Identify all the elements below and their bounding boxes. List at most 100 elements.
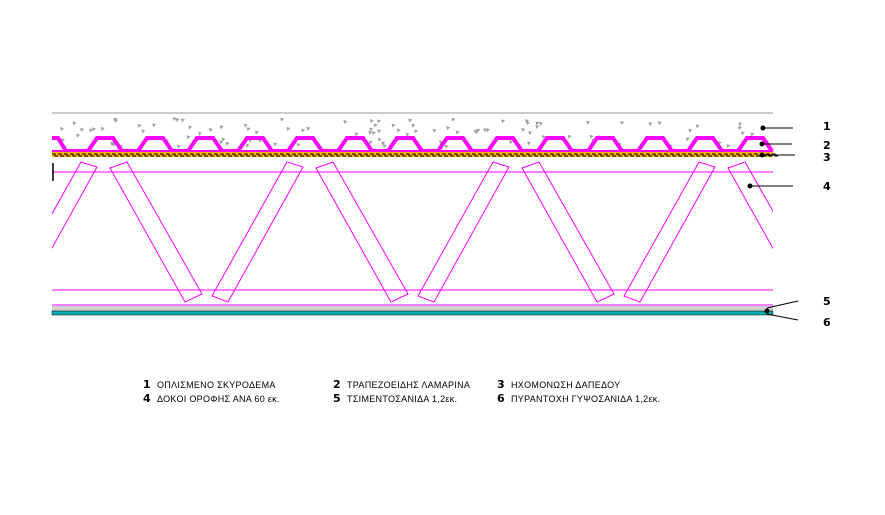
aggregate-speck xyxy=(648,121,653,126)
truss-diagonal-down xyxy=(315,161,409,303)
aggregate-speck xyxy=(685,137,690,142)
aggregate-speck xyxy=(381,141,386,146)
callout-4: 4 xyxy=(823,180,831,193)
aggregate-speck xyxy=(408,118,413,123)
aggregate-speck xyxy=(451,117,456,122)
aggregate-speck xyxy=(535,121,540,126)
aggregate-speck xyxy=(137,123,142,128)
aggregate-speck xyxy=(620,120,625,125)
aggregate-speck xyxy=(343,120,348,125)
aggregate-speck xyxy=(198,131,203,136)
aggregate-speck xyxy=(396,128,401,133)
aggregate-speck xyxy=(391,123,396,128)
aggregate-speck xyxy=(382,144,387,149)
aggregate-speck xyxy=(377,129,382,134)
truss-diagonal-up xyxy=(623,161,716,303)
aggregate-speck xyxy=(371,131,376,136)
aggregate-speck xyxy=(526,121,531,126)
callout-6: 6 xyxy=(823,316,831,329)
gypsum-board xyxy=(51,310,774,316)
callout-2: 2 xyxy=(823,139,831,152)
aggregate-speck xyxy=(535,124,540,129)
aggregate-speck xyxy=(589,134,594,139)
aggregate-speck xyxy=(368,130,373,135)
truss-diagonal-down xyxy=(521,161,615,303)
aggregate-speck xyxy=(527,141,532,146)
aggregate-speck xyxy=(475,130,480,135)
aggregate-speck xyxy=(186,135,191,140)
aggregate-speck xyxy=(541,135,546,140)
aggregate-speck xyxy=(377,137,382,142)
truss-diagonal-up xyxy=(52,161,98,250)
aggregate-speck xyxy=(444,144,449,149)
aggregate-speck xyxy=(273,142,278,147)
aggregate-speck xyxy=(377,119,382,124)
aggregate-speck xyxy=(245,143,250,148)
aggregate-speck xyxy=(528,130,533,135)
aggregate-speck xyxy=(176,144,181,149)
aggregate-speck xyxy=(567,134,572,139)
aggregate-speck xyxy=(538,121,543,126)
aggregate-speck xyxy=(501,119,506,124)
aggregate-speck xyxy=(432,128,437,133)
aggregate-speck xyxy=(455,130,460,135)
aggregate-speck xyxy=(657,121,662,126)
aggregate-speck xyxy=(411,123,416,128)
aggregate-speck xyxy=(110,141,115,146)
aggregate-speck xyxy=(521,127,526,132)
aggregate-speck xyxy=(246,127,251,132)
aggregate-speck xyxy=(373,123,378,128)
aggregate-speck xyxy=(254,130,259,135)
aggregate-speck xyxy=(60,127,65,132)
insulation-pattern xyxy=(52,153,778,157)
aggregate-speck xyxy=(414,129,419,134)
truss-diagonal-up xyxy=(417,161,510,303)
aggregate-speck xyxy=(219,140,224,145)
aggregate-speck xyxy=(405,132,410,137)
aggregate-speck xyxy=(368,140,373,145)
concrete-aggregate xyxy=(60,117,755,149)
aggregate-speck xyxy=(446,126,451,131)
aggregate-speck xyxy=(750,132,755,137)
aggregate-speck xyxy=(354,132,359,137)
aggregate-speck xyxy=(369,127,374,132)
aggregate-speck xyxy=(301,128,306,133)
callout-1: 1 xyxy=(823,120,831,133)
aggregate-speck xyxy=(509,140,514,145)
aggregate-speck xyxy=(280,117,285,122)
truss-diagonal-up xyxy=(211,161,304,303)
aggregate-speck xyxy=(72,121,77,126)
aggregate-speck xyxy=(439,140,444,145)
aggregate-speck xyxy=(369,119,374,124)
aggregate-speck xyxy=(208,128,213,133)
aggregate-speck xyxy=(726,144,731,149)
aggregate-speck xyxy=(225,141,230,146)
aggregate-speck xyxy=(89,128,94,133)
aggregate-speck xyxy=(483,128,488,133)
aggregate-speck xyxy=(180,118,185,123)
aggregate-speck xyxy=(296,143,301,148)
truss-diagonal-down xyxy=(109,161,203,303)
aggregate-speck xyxy=(221,137,226,142)
aggregate-speck xyxy=(100,126,105,131)
aggregate-speck xyxy=(80,127,85,132)
aggregate-speck xyxy=(172,117,177,122)
callout-5: 5 xyxy=(823,295,831,308)
callout-leaders xyxy=(747,125,799,321)
aggregate-speck xyxy=(76,133,81,138)
aggregate-speck xyxy=(525,119,530,124)
aggregate-speck xyxy=(688,128,693,133)
aggregate-speck xyxy=(188,125,193,130)
aggregate-speck xyxy=(695,124,700,129)
truss-diagonals xyxy=(52,161,773,303)
aggregate-speck xyxy=(91,127,96,132)
aggregate-speck xyxy=(738,122,743,127)
trapezoidal-deck xyxy=(52,136,774,153)
aggregate-speck xyxy=(286,127,291,132)
aggregate-speck xyxy=(586,120,591,125)
